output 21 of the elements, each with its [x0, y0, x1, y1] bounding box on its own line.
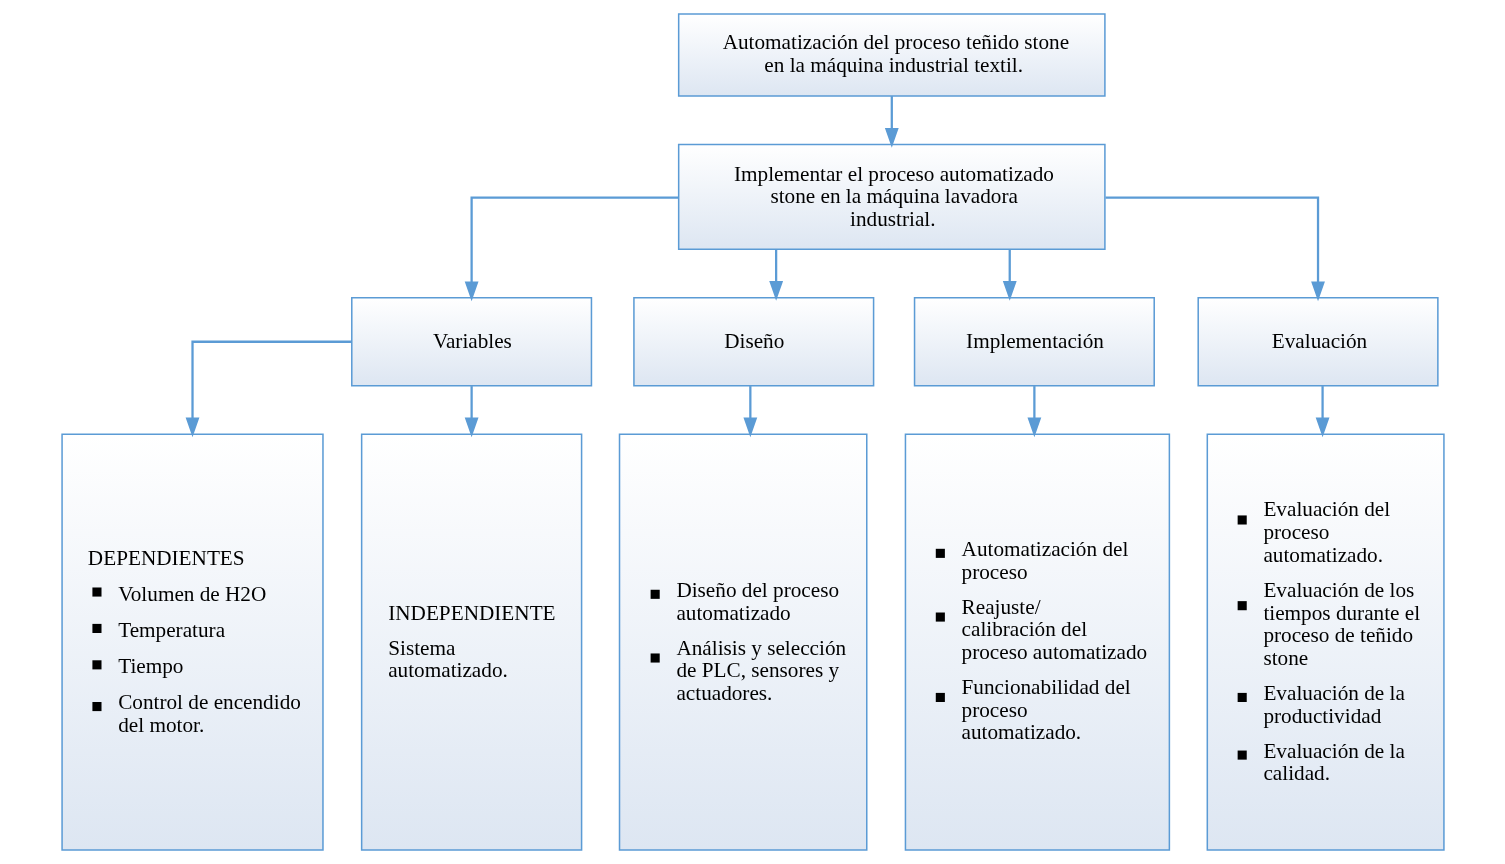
- arrow: [1105, 196, 1325, 302]
- arrow: [1002, 249, 1017, 301]
- node-box: DEPENDIENTES Volumen de H2O Temperatura Tiempo Control de encendido del motor.: [60, 433, 324, 851]
- arrow: [742, 386, 757, 438]
- arrow: [884, 96, 899, 148]
- arrow: [185, 340, 352, 438]
- node-box: Evaluación: [1196, 297, 1439, 387]
- node-box: Automatización del proceso teñido stone en la máquina industrial textil.: [677, 13, 1106, 97]
- node-box: Implementación: [913, 297, 1155, 387]
- arrow: [1026, 386, 1041, 438]
- node-box: Automatización del proceso Reajuste/ calibración del proceso automatizado Funcionabilidad del proceso automatizado.: [904, 433, 1170, 851]
- node-box: Diseño del proceso automatizado Análisis y selección de PLC, sensores y actuadores.: [618, 433, 867, 851]
- arrow: [1315, 386, 1329, 438]
- arrow: [464, 386, 479, 438]
- node-box: Variables: [350, 297, 592, 387]
- arrow: [768, 249, 783, 301]
- arrow: [464, 196, 679, 302]
- node-box: INDEPENDIENTE Sistema automatizado.: [360, 433, 582, 851]
- node-box: Evaluación del proceso automatizado. Evaluación de los tiempos durante el proceso de teñido stone Evaluación de la productividad Evaluación de la calidad.: [1206, 433, 1445, 851]
- node-box: Implementar el proceso automatizado stone en la máquina lavadora industrial.: [677, 143, 1106, 250]
- node-box: Diseño: [632, 297, 874, 387]
